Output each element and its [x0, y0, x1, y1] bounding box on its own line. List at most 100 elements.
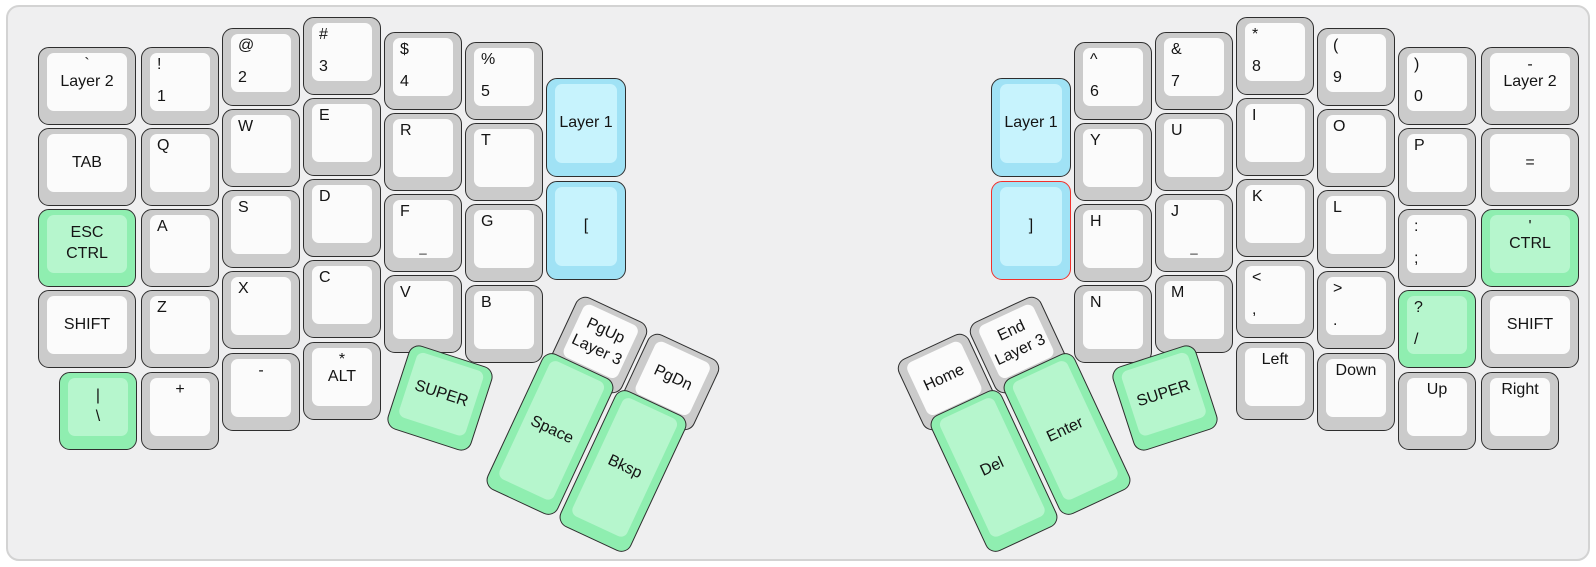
key-label: G — [481, 213, 494, 230]
key-label: Right — [1501, 381, 1539, 398]
keycap-top: :; — [1407, 215, 1467, 273]
key-pipe-backslash[interactable]: | \ — [59, 372, 137, 450]
key-5[interactable]: %5 — [465, 42, 543, 120]
keycap-top: V — [393, 281, 453, 339]
key-label: A — [157, 218, 168, 235]
key-label: _ — [1190, 240, 1198, 256]
key-label: 9 — [1333, 69, 1342, 87]
key-shift-left[interactable]: SHIFT — [38, 290, 136, 368]
key-label: K — [1252, 188, 1263, 205]
key-u[interactable]: U — [1155, 113, 1233, 191]
key-label: , — [1252, 301, 1257, 319]
keycap-top: SUPER — [397, 351, 486, 438]
keycap-top: + — [150, 378, 210, 436]
key-label: ESC CTRL — [66, 224, 108, 262]
key-minus-left[interactable]: - — [222, 353, 300, 431]
keycap-top: O — [1326, 115, 1386, 173]
key-right[interactable]: Right — [1481, 372, 1559, 450]
key-o[interactable]: O — [1317, 109, 1395, 187]
key-l[interactable]: L — [1317, 190, 1395, 268]
key-label: 2 — [238, 69, 247, 87]
key-6[interactable]: ^6 — [1074, 42, 1152, 120]
key-b[interactable]: B — [465, 285, 543, 363]
keycap-top: C — [312, 266, 372, 324]
key-plus[interactable]: + — [141, 372, 219, 450]
key-equals[interactable]: = — [1481, 128, 1579, 206]
key-m[interactable]: M — [1155, 275, 1233, 353]
key-3[interactable]: #3 — [303, 17, 381, 95]
key-w[interactable]: W — [222, 109, 300, 187]
key-r[interactable]: R — [384, 113, 462, 191]
key-t[interactable]: T — [465, 123, 543, 201]
key-tab[interactable]: TAB — [38, 128, 136, 206]
key-period[interactable]: >. — [1317, 271, 1395, 349]
key-9[interactable]: (9 — [1317, 28, 1395, 106]
key-label: > — [1333, 280, 1343, 297]
key-label: D — [319, 188, 331, 205]
key-x[interactable]: X — [222, 271, 300, 349]
keycap-top: G — [474, 210, 534, 268]
key-p[interactable]: P — [1398, 128, 1476, 206]
key-label: P — [1414, 137, 1425, 154]
key-j[interactable]: J_ — [1155, 194, 1233, 272]
keycap-top: P — [1407, 134, 1467, 192]
key-g[interactable]: G — [465, 204, 543, 282]
key-z[interactable]: Z — [141, 290, 219, 368]
key-rbracket[interactable]: ] — [991, 181, 1071, 280]
key-shift-right[interactable]: SHIFT — [1481, 290, 1579, 368]
key-semicolon[interactable]: :; — [1398, 209, 1476, 287]
key-label: SUPER — [1134, 376, 1193, 410]
key-label: 6 — [1090, 83, 1099, 101]
key-label: . — [1333, 312, 1338, 330]
key-s[interactable]: S — [222, 190, 300, 268]
key-0[interactable]: )0 — [1398, 47, 1476, 125]
key-2[interactable]: @2 — [222, 28, 300, 106]
key-n[interactable]: N — [1074, 285, 1152, 363]
keycap-top: Left — [1245, 348, 1305, 406]
key-down[interactable]: Down — [1317, 353, 1395, 431]
key-lbracket[interactable]: [ — [546, 181, 626, 280]
key-k[interactable]: K — [1236, 179, 1314, 257]
key-label: Left — [1261, 351, 1289, 368]
key-label: L — [1333, 199, 1342, 216]
key-label: U — [1171, 122, 1183, 139]
key-v[interactable]: V — [384, 275, 462, 353]
key-i[interactable]: I — [1236, 98, 1314, 176]
key-d[interactable]: D — [303, 179, 381, 257]
key-e[interactable]: E — [303, 98, 381, 176]
keycap-top: Down — [1326, 359, 1386, 417]
key-star-alt[interactable]: *ALT — [303, 342, 381, 420]
key-7[interactable]: &7 — [1155, 32, 1233, 110]
keycap-top: Layer 1 — [1000, 84, 1062, 163]
key-grave-layer2[interactable]: `Layer 2 — [38, 47, 136, 125]
key-y[interactable]: Y — [1074, 123, 1152, 201]
key-c[interactable]: C — [303, 260, 381, 338]
key-h[interactable]: H — [1074, 204, 1152, 282]
key-esc-ctrl[interactable]: ESC CTRL — [38, 209, 136, 287]
key-minus-layer2[interactable]: -Layer 2 — [1481, 47, 1579, 125]
key-layer1-left[interactable]: Layer 1 — [546, 78, 626, 177]
keycap-top: SHIFT — [47, 296, 127, 354]
key-a[interactable]: A — [141, 209, 219, 287]
key-left[interactable]: Left — [1236, 342, 1314, 420]
keycap-top: 'CTRL — [1490, 215, 1570, 273]
key-comma[interactable]: <, — [1236, 260, 1314, 338]
key-1[interactable]: !1 — [141, 47, 219, 125]
keycap-top: &7 — [1164, 38, 1224, 96]
key-label: B — [481, 294, 492, 311]
keycap-top: N — [1083, 291, 1143, 349]
key-label: = — [1525, 153, 1535, 171]
keycap-top: B — [474, 291, 534, 349]
key-8[interactable]: *8 — [1236, 17, 1314, 95]
key-label: / — [1414, 331, 1419, 349]
key-q[interactable]: Q — [141, 128, 219, 206]
key-layer1-right[interactable]: Layer 1 — [991, 78, 1071, 177]
keycap-top: M — [1164, 281, 1224, 339]
keycap-top: U — [1164, 119, 1224, 177]
key-quote-ctrl[interactable]: 'CTRL — [1481, 209, 1579, 287]
key-slash[interactable]: ?/ — [1398, 290, 1476, 368]
key-f[interactable]: F_ — [384, 194, 462, 272]
key-up[interactable]: Up — [1398, 372, 1476, 450]
key-4[interactable]: $4 — [384, 32, 462, 110]
key-label: SUPER — [412, 376, 471, 410]
